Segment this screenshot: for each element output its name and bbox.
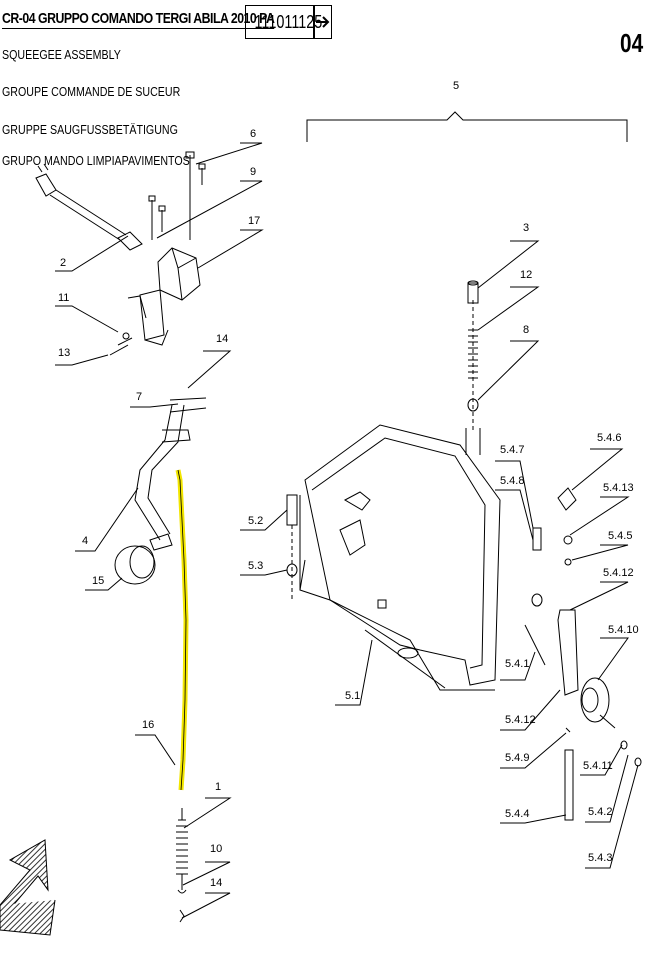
label-5-4-12-bottom: 5.4.12	[505, 714, 536, 726]
assembly-5-bracket	[306, 111, 628, 142]
label-5-4-13: 5.4.13	[603, 482, 634, 494]
label-2: 2	[60, 257, 66, 269]
label-7: 7	[136, 391, 142, 403]
part-code-box: 111011125	[245, 5, 322, 39]
label-8: 8	[523, 324, 529, 336]
label-5-4-6: 5.4.6	[597, 432, 621, 444]
label-10: 10	[210, 843, 222, 855]
part-code: 111011125	[254, 12, 323, 32]
label-13: 13	[58, 347, 70, 359]
label-5-3: 5.3	[248, 560, 263, 572]
label-5-4-7: 5.4.7	[500, 444, 524, 456]
label-5-4-8: 5.4.8	[500, 475, 524, 487]
bolt-5-2	[286, 494, 298, 526]
label-1: 1	[215, 781, 221, 793]
label-5: 5	[453, 80, 459, 92]
direction-arrow-icon	[0, 839, 56, 936]
label-12: 12	[520, 269, 532, 281]
knob-part-15	[114, 545, 156, 585]
label-5-4-10: 5.4.10	[608, 624, 639, 636]
subtitle-de: GRUPPE SAUGFUSSBETÄTIGUNG	[2, 122, 178, 137]
label-5-4-9: 5.4.9	[505, 752, 529, 764]
label-5-2: 5.2	[248, 515, 263, 527]
pedal-bracket-part-17	[127, 247, 201, 346]
label-9: 9	[250, 166, 256, 178]
cable-part-2	[35, 163, 143, 251]
label-5-4-11: 5.4.11	[583, 760, 613, 772]
label-11: 11	[58, 292, 69, 304]
screws-11-13	[109, 332, 133, 356]
label-14-bottom: 14	[210, 877, 222, 889]
label-5-1: 5.1	[345, 690, 360, 702]
spring-part-1	[176, 808, 188, 894]
label-5-4-5: 5.4.5	[608, 530, 632, 542]
label-4: 4	[82, 535, 88, 547]
wheel-assembly-5-4	[524, 487, 642, 821]
label-14-top: 14	[216, 333, 228, 345]
subtitle-fr: GROUPE COMMANDE DE SUCEUR	[2, 84, 181, 99]
label-5-4-1: 5.4.1	[505, 658, 529, 670]
screws-6-9	[148, 151, 206, 240]
label-3: 3	[523, 222, 529, 234]
page-number: 04	[620, 28, 644, 58]
label-5-4-2: 5.4.2	[588, 806, 612, 818]
next-page-arrow-icon[interactable]	[313, 5, 332, 39]
label-6: 6	[250, 128, 256, 140]
label-17: 17	[248, 215, 260, 227]
label-15: 15	[92, 575, 104, 587]
label-5-4-4: 5.4.4	[505, 808, 529, 820]
squeegee-frame-part-5-1	[299, 424, 501, 691]
subtitle-en: SQUEEGEE ASSEMBLY	[2, 47, 121, 62]
label-5-4-3: 5.4.3	[588, 852, 612, 864]
label-16: 16	[142, 719, 154, 731]
subtitle-es: GRUPO MANDO LIMPIAPAVIMENTOS	[2, 153, 190, 168]
page-title: CR-04 GRUPPO COMANDO TERGI ABILA 2010 PA	[2, 10, 275, 29]
screw-10	[179, 909, 185, 923]
label-5-4-12-top: 5.4.12	[603, 567, 634, 579]
pin-part-3	[467, 280, 479, 304]
lever-arm-part-4	[134, 397, 207, 551]
leader-lines	[55, 142, 639, 919]
